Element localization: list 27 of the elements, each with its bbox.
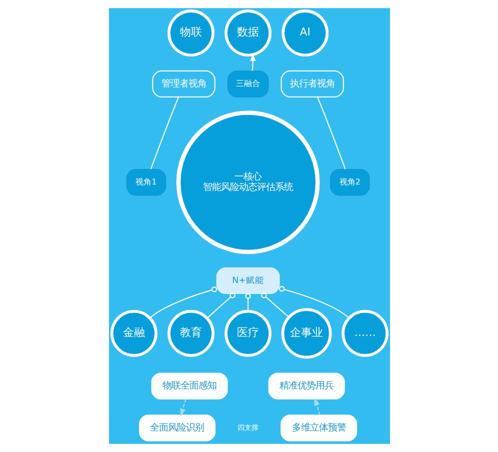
node-circle: 企事业: [280, 308, 332, 359]
node-box: 物联全面感知: [150, 372, 228, 400]
node-circle: 物联: [167, 10, 214, 56]
connector: [206, 292, 235, 319]
connector: [244, 293, 250, 312]
arrow: [180, 399, 186, 417]
connector: [150, 96, 179, 170]
node-circle: 教育: [167, 310, 214, 357]
node-box: 执行者视角: [280, 70, 344, 98]
node-circle: AI: [281, 10, 328, 56]
label: 四支撑: [237, 422, 258, 432]
node-circle: 金融: [110, 310, 157, 357]
connector: [149, 286, 217, 318]
node-box: 全面风险识别: [138, 414, 216, 442]
node-circle: 一核心 智能风险动态评估系统: [176, 110, 320, 254]
arrow: [314, 398, 320, 416]
arrow: [250, 53, 256, 71]
node-box: N+赋能: [216, 267, 280, 294]
connector: [316, 96, 346, 170]
node-circle: 医疗: [224, 310, 272, 357]
node-circle: 数据: [224, 10, 272, 56]
node-box: 多维立体预警: [280, 414, 357, 442]
node-box: 管理者视角: [152, 70, 215, 98]
node-box: 精准优势用兵: [268, 372, 344, 400]
node-circle: ……: [341, 310, 388, 357]
connector: [278, 286, 349, 318]
connector: [260, 292, 289, 318]
